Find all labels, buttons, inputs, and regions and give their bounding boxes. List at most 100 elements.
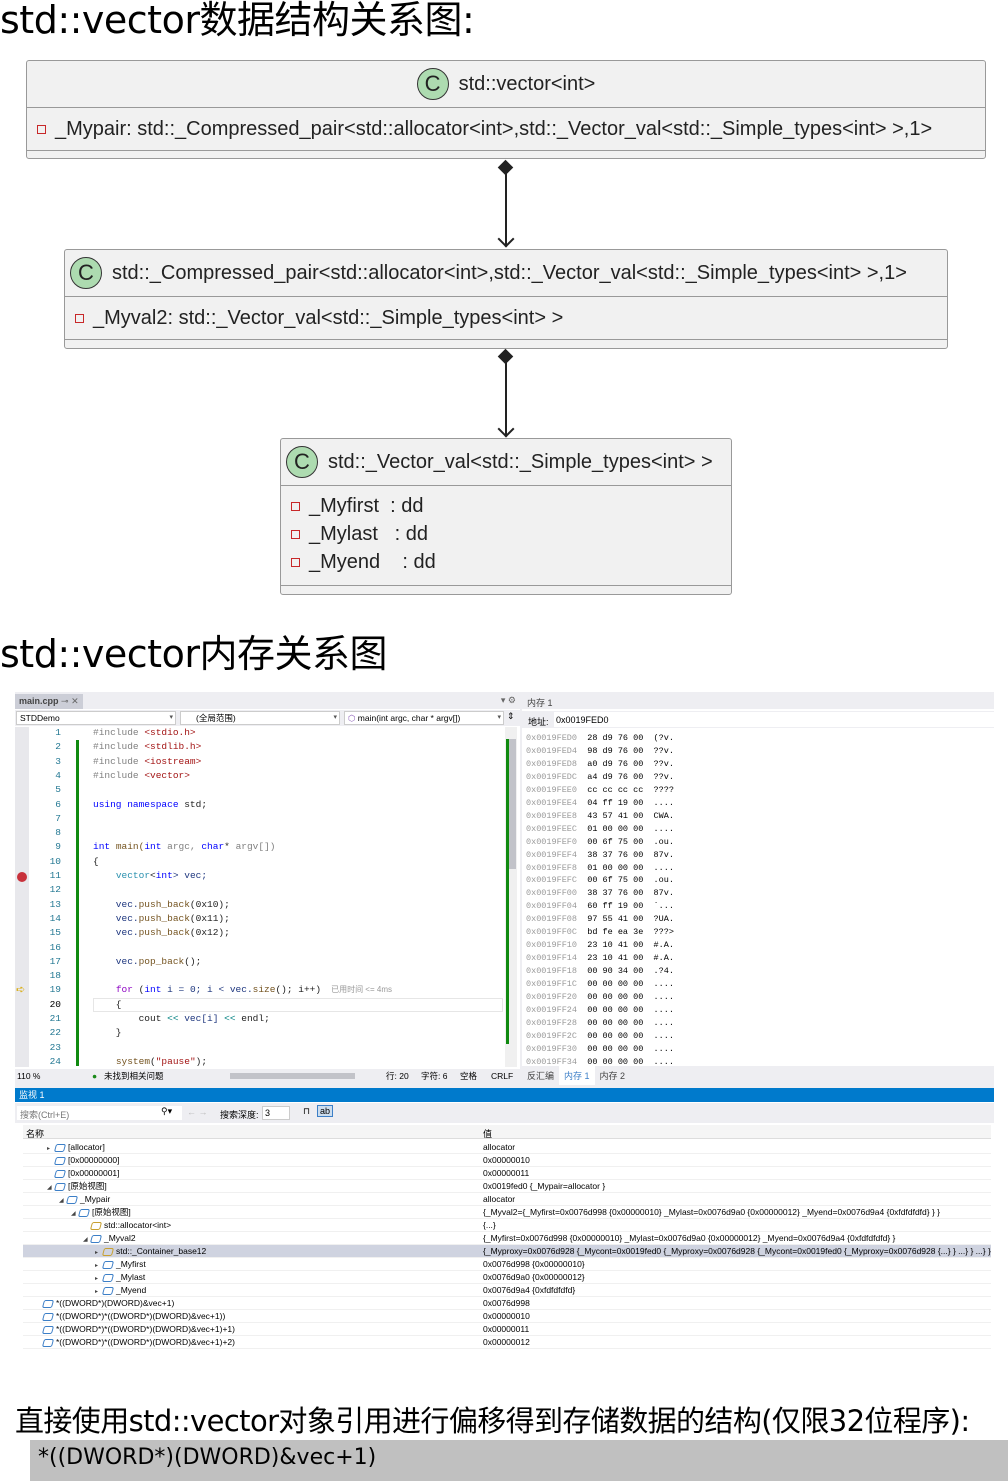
memory-address: 0x0019FF24 xyxy=(526,1004,578,1015)
close-icon[interactable]: ✕ xyxy=(71,696,79,706)
class-icon: C xyxy=(416,68,449,100)
watch-row[interactable]: ▸[allocator]allocator xyxy=(23,1141,991,1154)
breakpoint-gutter[interactable] xyxy=(15,727,29,1067)
watch-row[interactable]: ◢_Myval2{_Myfirst=0x0076d998 {0x00000010… xyxy=(23,1232,991,1245)
line-indicator: 行: 20 xyxy=(386,1071,409,1081)
column-name-header[interactable]: 名称 xyxy=(26,1129,45,1139)
expand-toggle-icon[interactable]: ▸ xyxy=(95,1276,99,1282)
watch-row[interactable]: *((DWORD*)*((DWORD*)(DWORD)&vec+1)+1)0x0… xyxy=(23,1323,991,1336)
memory-bytes: 28 d9 76 00 xyxy=(587,733,644,743)
memory-address: 0x0019FF0C xyxy=(526,927,578,938)
memory-bytes: 38 37 76 00 xyxy=(587,849,644,860)
memory-tab-0[interactable]: 反汇编 xyxy=(527,1071,555,1081)
watch-row[interactable]: *((DWORD*)*((DWORD*)(DWORD)&vec+1)+2) 0x0… xyxy=(23,1336,991,1349)
code-line: int main(int argc, char* argv[]) xyxy=(93,841,276,852)
address-label: 地址: xyxy=(528,717,549,727)
watch-search-input[interactable]: 搜索(Ctrl+E) xyxy=(17,1106,182,1120)
tab-main-cpp[interactable]: main.cpp ⊸ ✕ xyxy=(15,694,83,709)
expand-toggle-icon[interactable]: ◢ xyxy=(47,1185,52,1191)
watch-name: ▸ _Mylast xyxy=(95,1271,145,1286)
breakpoint-icon[interactable] xyxy=(17,872,27,882)
settings-icon[interactable]: ▾ ⚙ xyxy=(500,695,516,705)
eol-indicator[interactable]: CRLF xyxy=(491,1071,514,1081)
vertical-scrollbar[interactable] xyxy=(505,727,517,1067)
memory-address: 0x0019FF30 xyxy=(526,1043,578,1054)
column-value-header[interactable]: 值 xyxy=(483,1129,493,1139)
watch-row[interactable]: *((DWORD*)*((DWORD*)(DWORD)&vec+1))0x000… xyxy=(23,1310,991,1323)
private-field-icon xyxy=(291,529,300,539)
code-token: } xyxy=(93,1027,122,1039)
address-input[interactable]: 0x0019FED0 xyxy=(554,712,994,727)
issues-status[interactable]: 未找到相关问题 xyxy=(104,1071,164,1081)
memory-bytes: 00 00 00 00 xyxy=(587,1017,644,1028)
watch-name-text: _Mylast xyxy=(116,1272,146,1282)
space-indicator[interactable]: 空格 xyxy=(460,1071,478,1081)
back-forward-icons[interactable]: ← → xyxy=(187,1107,208,1117)
watch-row[interactable]: std::allocator<int>{...} xyxy=(23,1219,991,1232)
watch-row[interactable]: ◢[原始视图]{_Myval2={_Myfirst=0x0076d998 {0x… xyxy=(23,1206,991,1219)
memory-ascii: .ou. xyxy=(653,875,674,886)
memory-bytes: 00 00 00 00 xyxy=(587,992,644,1002)
code-token: (0x12); xyxy=(189,927,230,939)
expand-toggle-icon[interactable]: ◢ xyxy=(83,1237,88,1243)
memory-ascii: ???? xyxy=(653,784,674,795)
memory-row: 0x0019FEE4 04 ff 19 00 .... xyxy=(526,798,674,808)
pin-icon[interactable]: ⊓ xyxy=(303,1106,311,1116)
scope-dropdown[interactable]: (全局范围) xyxy=(180,711,340,725)
code-token: ); xyxy=(195,1055,208,1067)
watch-name: ◢[原始视图] xyxy=(47,1180,107,1195)
project-dropdown[interactable]: STDDemo xyxy=(16,711,176,725)
zoom-dropdown[interactable]: 110 % xyxy=(17,1071,41,1081)
horizontal-scrollbar[interactable] xyxy=(230,1073,355,1079)
watch-value: 0x00000012 xyxy=(483,1337,530,1347)
memory-address: 0x0019FEE0 xyxy=(526,784,578,795)
watch-row[interactable]: ◢[原始视图]0x0019fed0 {_Mypair=allocator } xyxy=(23,1180,991,1193)
watch-row[interactable]: *((DWORD*)(DWORD)&vec+1)0x0076d998 xyxy=(23,1297,991,1310)
expand-toggle-icon[interactable]: ◢ xyxy=(71,1211,76,1217)
watch-row[interactable]: [0x00000001]0x00000011 xyxy=(23,1167,991,1180)
memory-bytes: 60 ff 19 00 xyxy=(587,901,644,912)
memory-bytes: a4 d9 76 00 xyxy=(587,771,644,782)
expand-toggle-icon[interactable]: ◢ xyxy=(59,1198,64,1204)
code-token: #include xyxy=(93,727,145,738)
memory-ascii: .... xyxy=(653,862,674,873)
pin-icon[interactable]: ⊸ xyxy=(61,696,69,706)
watch-name-text: *((DWORD*)*((DWORD*)(DWORD)&vec+1)+2) xyxy=(56,1337,235,1347)
expand-toggle-icon[interactable]: ▸ xyxy=(95,1289,99,1295)
watch-name: ▸_Myend xyxy=(95,1284,146,1299)
offset-heading: 直接使用std::vector对象引用进行偏移得到存储数据的结构(仅限32位程序… xyxy=(15,1404,970,1438)
code-token: endl; xyxy=(241,1013,270,1024)
watch-value: 0x00000010 xyxy=(483,1311,530,1321)
code-token: push_back xyxy=(138,898,190,910)
memory-row: 0x0019FF34 00 00 00 00 .... xyxy=(526,1057,674,1067)
line-number: 1 xyxy=(55,727,61,738)
hex-display-icon[interactable]: ab xyxy=(317,1105,334,1117)
watch-name-text: *((DWORD*)*((DWORD*)(DWORD)&vec+1)+1) xyxy=(56,1324,235,1334)
expand-toggle-icon[interactable]: ▸ xyxy=(47,1146,51,1152)
memory-row: 0x0019FED0 28 d9 76 00 (?v. xyxy=(526,733,674,743)
memory-tab-2[interactable]: 内存 2 xyxy=(599,1071,626,1081)
search-icon[interactable]: ⚲▾ xyxy=(161,1106,173,1116)
uml-attribute: _Mylast : dd xyxy=(291,520,721,548)
split-icon[interactable]: ⇕ xyxy=(507,711,515,721)
code-token: vec. xyxy=(93,912,139,924)
watch-row[interactable]: ▸std::_Container_base12{_Myproxy=0x0076d… xyxy=(23,1245,991,1258)
memory-row: 0x0019FF00 38 37 76 00 87v. xyxy=(526,888,674,898)
memory-tab-1[interactable]: 内存 1 xyxy=(559,1066,595,1085)
memory-ascii: `... xyxy=(653,901,674,912)
line-number: 8 xyxy=(55,827,61,839)
expand-toggle-icon[interactable]: ▸ xyxy=(95,1263,99,1269)
expand-toggle-icon[interactable]: ▸ xyxy=(95,1250,99,1256)
line-number: 14 xyxy=(49,912,61,924)
code-token: << xyxy=(224,1013,242,1024)
watch-row[interactable]: [0x00000000]0x00000010 xyxy=(23,1154,991,1167)
watch-name-text: [0x00000001] xyxy=(68,1168,120,1178)
depth-select[interactable]: 3 xyxy=(262,1106,290,1120)
function-dropdown[interactable]: ⬡ main(int argc, char * argv[]) xyxy=(344,711,504,725)
memory-address: 0x0019FED0 xyxy=(526,733,578,743)
field-icon xyxy=(41,1312,55,1321)
